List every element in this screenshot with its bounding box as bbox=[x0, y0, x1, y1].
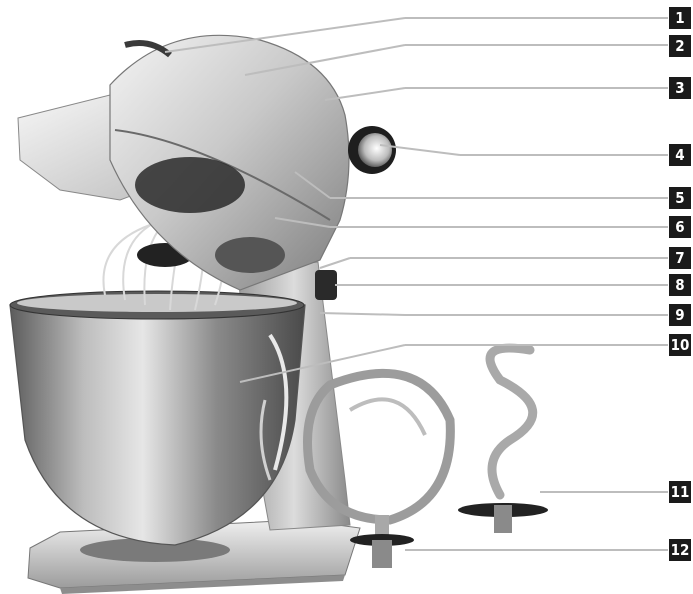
callout-12: 12 bbox=[669, 539, 691, 561]
dough-hook bbox=[458, 348, 548, 533]
drive-outlet bbox=[215, 237, 285, 273]
callout-7: 7 bbox=[669, 247, 691, 269]
callout-1: 1 bbox=[669, 7, 691, 29]
callout-10: 10 bbox=[669, 334, 691, 356]
callout-3: 3 bbox=[669, 77, 691, 99]
callout-2: 2 bbox=[669, 35, 691, 57]
callout-4: 4 bbox=[669, 144, 691, 166]
callout-5: 5 bbox=[669, 187, 691, 209]
head-release-lever bbox=[125, 43, 170, 55]
attachment-drive bbox=[135, 157, 245, 213]
callout-11: 11 bbox=[669, 481, 691, 503]
speed-knob bbox=[348, 126, 396, 174]
callout-6: 6 bbox=[669, 216, 691, 238]
lock-button bbox=[315, 270, 337, 300]
mixing-bowl bbox=[10, 291, 305, 562]
callout-9: 9 bbox=[669, 304, 691, 326]
callout-8: 8 bbox=[669, 274, 691, 296]
